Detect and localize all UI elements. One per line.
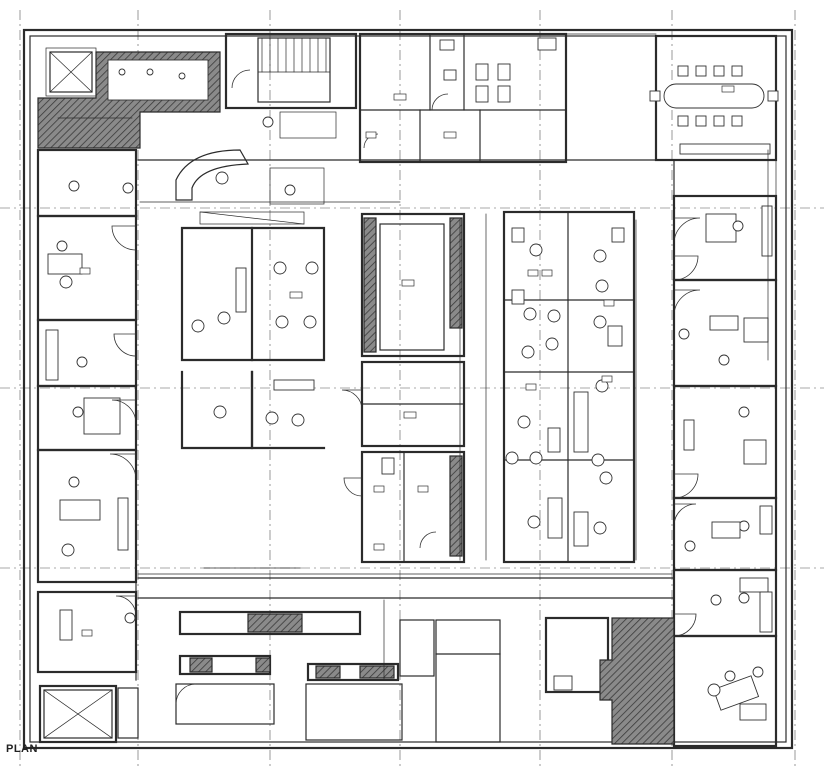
vestibule-inner (57, 59, 209, 119)
stair-core (224, 32, 358, 139)
central-core (341, 212, 466, 564)
left-offices (36, 148, 138, 674)
bottom-elevator (38, 684, 139, 744)
restrooms-top (358, 32, 657, 164)
corridor-walls (135, 149, 675, 745)
bottom-pantry (175, 610, 610, 743)
reception-desk (175, 149, 325, 225)
workstations-center-right (502, 210, 636, 564)
conference-room (649, 34, 779, 162)
new-riser-hatch (599, 617, 675, 745)
right-offices (672, 194, 778, 748)
plan-title: PLAN (6, 743, 38, 755)
elevator-top-left (45, 47, 97, 97)
dimension-lines (137, 149, 769, 681)
workstations-center-left (180, 226, 326, 450)
